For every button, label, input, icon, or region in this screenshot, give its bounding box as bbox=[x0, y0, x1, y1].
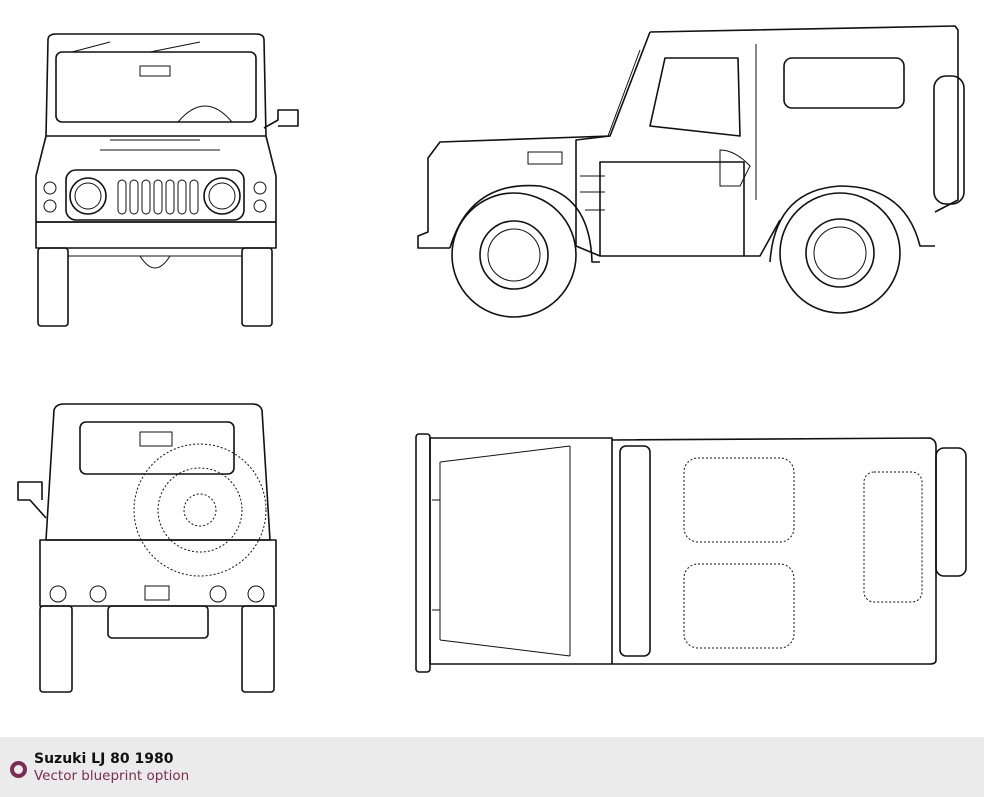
front-view bbox=[35, 33, 299, 327]
caption-title: Suzuki LJ 80 1980 bbox=[34, 751, 174, 767]
rear-view bbox=[17, 403, 277, 693]
caption-subtitle: Vector blueprint option bbox=[34, 768, 190, 784]
circle-bullet-icon bbox=[10, 761, 27, 778]
top-view bbox=[415, 433, 967, 673]
blueprint-drawing bbox=[17, 25, 967, 693]
side-view bbox=[417, 25, 965, 318]
caption-bar: Suzuki LJ 80 1980 Vector blueprint optio… bbox=[0, 737, 984, 797]
